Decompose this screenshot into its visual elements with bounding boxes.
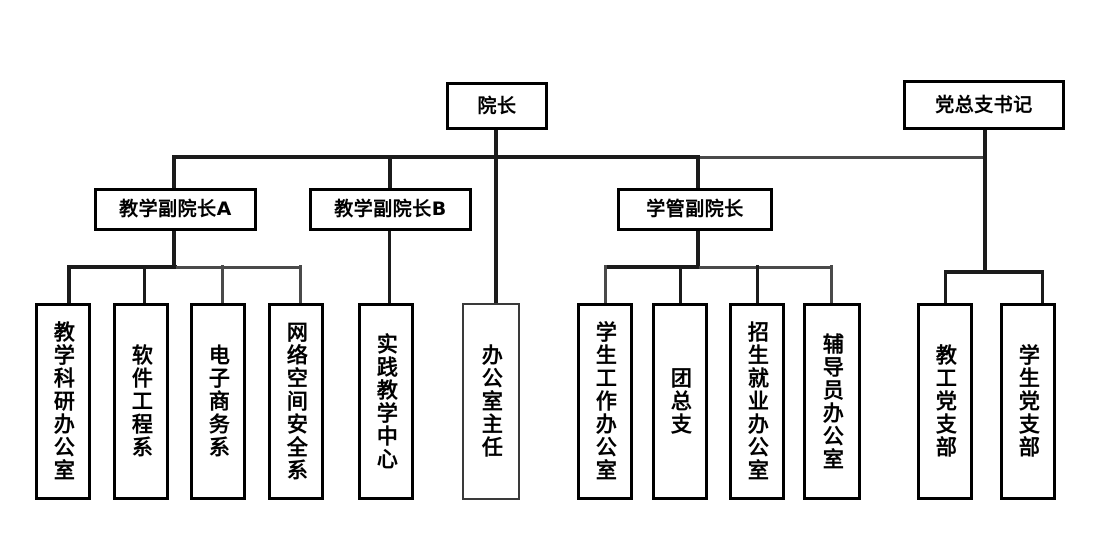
node-dean[interactable]: 院长	[446, 82, 548, 130]
node-admission-employment-office-label: 招生就业办公室	[745, 321, 770, 482]
node-student-work-office[interactable]: 学生工作办公室	[577, 303, 633, 500]
connector-vice-student-bus	[604, 265, 700, 269]
node-teaching-research-office[interactable]: 教学科研办公室	[35, 303, 91, 500]
connector-drop-vice-student	[696, 155, 700, 188]
node-practice-teaching-center-label: 实践教学中心	[374, 332, 399, 471]
node-counselor-office-label: 辅导员办公室	[820, 332, 845, 471]
connector-drop-stu-work-off	[604, 265, 607, 303]
node-admission-employment-office[interactable]: 招生就业办公室	[729, 303, 785, 500]
node-vice-teaching-dean-a[interactable]: 教学副院长A	[94, 188, 257, 231]
node-party-secretary[interactable]: 党总支书记	[903, 80, 1065, 130]
node-counselor-office[interactable]: 辅导员办公室	[803, 303, 861, 500]
connector-drop-vice-teach-a	[172, 155, 176, 188]
connector-vice-teach-a-bus-right	[176, 266, 302, 269]
node-software-engineering-dept[interactable]: 软件工程系	[113, 303, 169, 500]
connector-drop-cyber-sec	[299, 265, 302, 303]
connector-party-secretary-stem	[983, 130, 987, 272]
node-office-director[interactable]: 办公室主任	[462, 303, 520, 500]
node-party-secretary-label: 党总支书记	[935, 93, 1033, 116]
connector-vice-student-stem	[696, 231, 700, 267]
node-ecommerce-dept-label: 电子商务系	[206, 344, 231, 459]
connector-drop-ecommerce	[221, 265, 224, 303]
connector-drop-practice-ctr	[388, 231, 391, 303]
node-staff-party-branch-label: 教工党支部	[933, 344, 958, 459]
node-vice-student-dean-label: 学管副院长	[646, 198, 744, 221]
connector-dean-stem	[494, 130, 498, 158]
node-staff-party-branch[interactable]: 教工党支部	[917, 303, 973, 500]
node-software-engineering-dept-label: 软件工程系	[129, 344, 154, 459]
connector-vice-teach-a-stem	[172, 231, 176, 267]
connector-drop-stu-branch	[1041, 270, 1044, 303]
node-dean-label: 院长	[477, 94, 517, 117]
connector-drop-youth-league	[679, 265, 682, 303]
connector-drop-vice-teach-b	[388, 155, 392, 188]
connector-drop-staff-branch	[944, 270, 947, 303]
connector-party-bus	[944, 270, 1044, 274]
connector-main-bus-right	[698, 156, 987, 159]
node-cyberspace-security-dept-label: 网络空间安全系	[284, 321, 309, 482]
node-vice-teaching-dean-b-label: 教学副院长B	[334, 198, 447, 221]
node-student-work-office-label: 学生工作办公室	[593, 321, 618, 482]
connector-main-bus	[172, 155, 700, 159]
node-vice-teaching-dean-a-label: 教学副院长A	[119, 198, 232, 221]
connector-drop-admission-off	[756, 265, 759, 303]
node-ecommerce-dept[interactable]: 电子商务系	[190, 303, 246, 500]
connector-drop-office-director	[494, 155, 498, 303]
node-vice-teaching-dean-b[interactable]: 教学副院长B	[309, 188, 472, 231]
connector-vice-student-bus-right	[699, 266, 832, 269]
connector-drop-counselor-off	[830, 265, 833, 303]
node-cyberspace-security-dept[interactable]: 网络空间安全系	[268, 303, 324, 500]
node-teaching-research-office-label: 教学科研办公室	[51, 321, 76, 482]
node-student-party-branch[interactable]: 学生党支部	[1000, 303, 1056, 500]
node-student-party-branch-label: 学生党支部	[1016, 344, 1041, 459]
connector-drop-teach-res-off	[67, 265, 71, 303]
node-practice-teaching-center[interactable]: 实践教学中心	[358, 303, 414, 500]
connector-drop-soft-eng	[143, 265, 146, 303]
node-youth-league-branch-label: 团总支	[668, 367, 693, 436]
connector-vice-teach-a-bus	[67, 265, 177, 269]
node-vice-student-dean[interactable]: 学管副院长	[617, 188, 773, 231]
node-youth-league-branch[interactable]: 团总支	[652, 303, 708, 500]
node-office-director-label: 办公室主任	[479, 344, 504, 459]
